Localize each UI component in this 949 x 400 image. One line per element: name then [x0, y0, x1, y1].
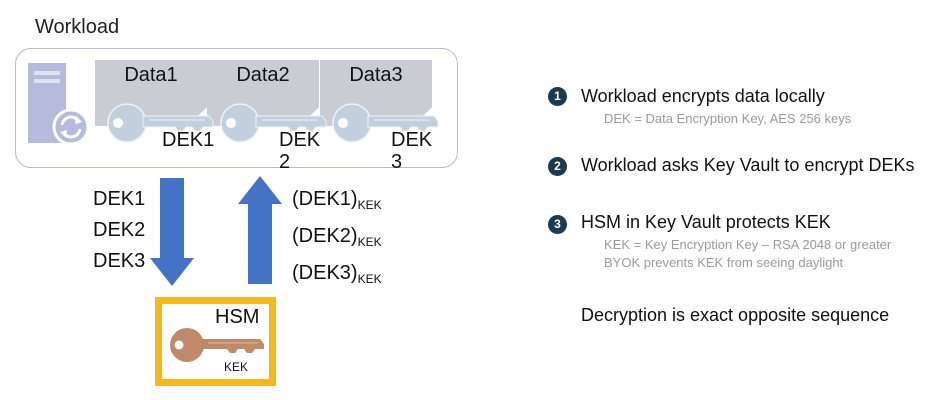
data-card-label: Data2 — [236, 64, 290, 86]
up-arrow — [238, 176, 282, 284]
up-label-dek1: (DEK1)KEK — [292, 188, 382, 212]
step-1-badge: 1 — [548, 87, 567, 106]
down-arrow — [150, 178, 194, 286]
workload-title: Workload — [35, 16, 120, 38]
step-3-badge: 3 — [548, 215, 567, 234]
step-1-title: Workload encrypts data locally — [581, 86, 825, 106]
data-card-label: Data3 — [349, 64, 403, 86]
step-1-detail: DEK = Data Encryption Key, AES 256 keys — [604, 111, 852, 126]
dek-label-3: DEK 3 — [391, 129, 433, 173]
step-3-title: HSM in Key Vault protects KEK — [581, 212, 831, 232]
step-2-title: Workload asks Key Vault to encrypt DEKs — [581, 155, 915, 175]
data-card-1: Data1 — [95, 60, 207, 126]
hsm-key-icon — [170, 328, 264, 362]
hsm-label: HSM — [215, 306, 260, 328]
up-arrow-labels: (DEK1)KEK (DEK2)KEK (DEK3)KEK — [292, 184, 382, 295]
step-3-detail-2: BYOK prevents KEK from seeing daylight — [604, 255, 844, 270]
data-card-label: Data1 — [124, 64, 178, 86]
down-arrow-labels: DEK1 DEK2 DEK3 — [93, 184, 145, 277]
down-label-dek3: DEK3 — [93, 250, 146, 272]
step-3-detail-1: KEK = Key Encryption Key – RSA 2048 or g… — [604, 237, 892, 252]
kek-label: KEK — [224, 360, 249, 374]
key-icon — [220, 103, 327, 143]
key-icon — [332, 103, 439, 143]
key-icon — [107, 103, 214, 143]
up-label-dek2: (DEK2)KEK — [292, 225, 382, 249]
dek-label-2: DEK 2 — [279, 129, 321, 173]
down-label-dek1: DEK1 — [93, 188, 146, 210]
dek-label-1: DEK1 — [162, 129, 215, 151]
step-2-badge: 2 — [548, 157, 567, 176]
server-icon — [28, 63, 90, 146]
down-label-dek2: DEK2 — [93, 219, 146, 241]
up-label-dek3: (DEK3)KEK — [292, 262, 382, 286]
closing-text: Decryption is exact opposite sequence — [581, 305, 890, 325]
